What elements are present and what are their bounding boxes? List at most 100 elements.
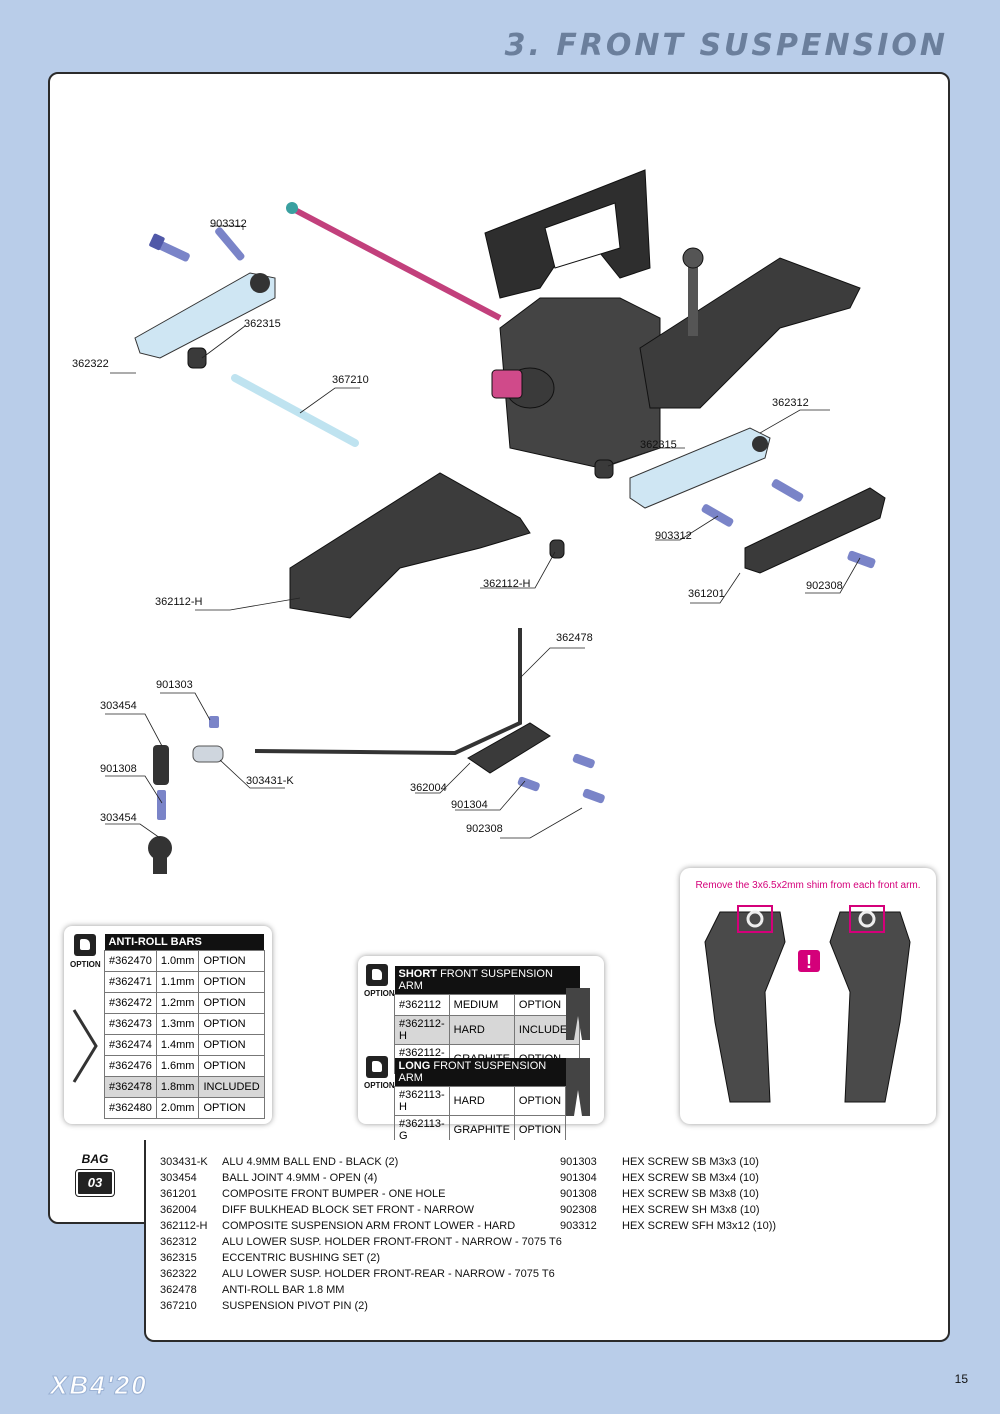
cell: 1.3mm xyxy=(155,1013,200,1035)
cell: OPTION xyxy=(198,1097,265,1119)
cell: #362480 xyxy=(104,1097,157,1119)
anti-roll-header: ANTI-ROLL BARS xyxy=(104,934,265,951)
screw-903312-upper xyxy=(215,227,245,261)
cell: 1.2mm xyxy=(155,992,200,1014)
holder-362322 xyxy=(134,272,276,359)
label-303454-top: 303454 xyxy=(100,700,137,712)
ball-end xyxy=(192,745,224,763)
screw-903312-top xyxy=(149,233,190,262)
thumbs-up-icon xyxy=(366,1056,388,1078)
long-arm-icon xyxy=(566,1058,590,1116)
cell: MEDIUM xyxy=(448,994,515,1016)
short-arm-header: SHORT FRONT SUSPENSION ARM xyxy=(394,966,580,995)
bumper xyxy=(744,487,886,574)
anti-roll-bar xyxy=(254,628,522,756)
screw-901303 xyxy=(209,716,219,728)
label-362478: 362478 xyxy=(556,632,593,644)
label-901304: 901304 xyxy=(451,799,488,811)
thumbs-up-icon xyxy=(74,934,96,956)
label-902308-top: 902308 xyxy=(806,580,843,592)
cell: OPTION xyxy=(198,1055,265,1077)
arm-upper-right xyxy=(639,257,861,409)
cell: #362478 xyxy=(104,1076,157,1098)
label-362322: 362322 xyxy=(72,358,109,370)
cell: OPTION xyxy=(198,1034,265,1056)
label-903312-top: 903312 xyxy=(210,218,247,230)
cell: #362476 xyxy=(104,1055,157,1077)
bag-badge: BAG 03 xyxy=(70,1152,120,1197)
anti-roll-bar-icon xyxy=(72,1009,98,1083)
label-362112-h-left: 362112-H xyxy=(155,596,203,608)
label-903312-bottom: 903312 xyxy=(655,530,692,542)
parts-list xyxy=(144,1140,950,1342)
label-303431-k: 303431-K xyxy=(246,775,294,787)
label-303454-bottom: 303454 xyxy=(100,812,137,824)
cell: 1.1mm xyxy=(155,971,200,993)
svg-text:!: ! xyxy=(806,952,812,972)
cell: #362112 xyxy=(394,994,450,1016)
label-362315-left: 362315 xyxy=(244,318,281,330)
option-label: OPTION xyxy=(364,1081,395,1090)
cell: OPTION xyxy=(198,950,265,972)
cell: OPTION xyxy=(198,971,265,993)
label-362315-right: 362315 xyxy=(640,439,677,451)
screw-901308 xyxy=(157,790,166,820)
pivot-pin xyxy=(231,374,359,447)
cell: HARD xyxy=(448,1086,515,1116)
cell: OPTION xyxy=(198,992,265,1014)
bulkhead-block xyxy=(467,722,551,774)
bag-number: 03 xyxy=(75,1169,115,1197)
bag-label: BAG xyxy=(81,1152,109,1166)
bushing-left xyxy=(187,347,207,369)
label-361201: 361201 xyxy=(688,588,725,600)
drive-shaft xyxy=(293,207,502,321)
short-arm-icon xyxy=(566,988,590,1040)
carbon-plate xyxy=(484,169,651,299)
label-362312: 362312 xyxy=(772,397,809,409)
label-901308: 901308 xyxy=(100,763,137,775)
option-label: OPTION xyxy=(364,989,395,998)
shim-note-box: Remove the 3x6.5x2mm shim from each fron… xyxy=(680,868,936,1124)
cell: #362474 xyxy=(104,1034,157,1056)
cell: #362471 xyxy=(104,971,157,993)
thumbs-up-icon xyxy=(366,964,388,986)
cell: #362470 xyxy=(104,950,157,972)
footer-logo: XB4'20 xyxy=(50,1370,148,1401)
cell: 1.8mm xyxy=(155,1076,200,1098)
shim-arms-illustration: ! xyxy=(704,905,911,1103)
long-arm-header: LONG FRONT SUSPENSION ARM xyxy=(394,1058,566,1087)
label-901303: 901303 xyxy=(156,679,193,691)
exploded-diagram xyxy=(105,169,886,874)
page-number: 15 xyxy=(954,1372,968,1386)
lower-arm xyxy=(289,472,531,619)
label-362112-h-right: 362112-H xyxy=(483,578,531,590)
cell: INCLUDED xyxy=(198,1076,265,1098)
diff-bulkhead xyxy=(491,297,661,469)
label-367210: 367210 xyxy=(332,374,369,386)
ball-joint-top xyxy=(153,745,169,785)
page-title: 3. FRONT SUSPENSION xyxy=(504,28,948,63)
cell: #362472 xyxy=(104,992,157,1014)
cell: 2.0mm xyxy=(155,1097,200,1119)
cell: OPTION xyxy=(198,1013,265,1035)
cell: #362113-H xyxy=(394,1086,450,1116)
shim-note-text: Remove the 3x6.5x2mm shim from each fron… xyxy=(695,880,921,891)
cell: #362473 xyxy=(104,1013,157,1035)
